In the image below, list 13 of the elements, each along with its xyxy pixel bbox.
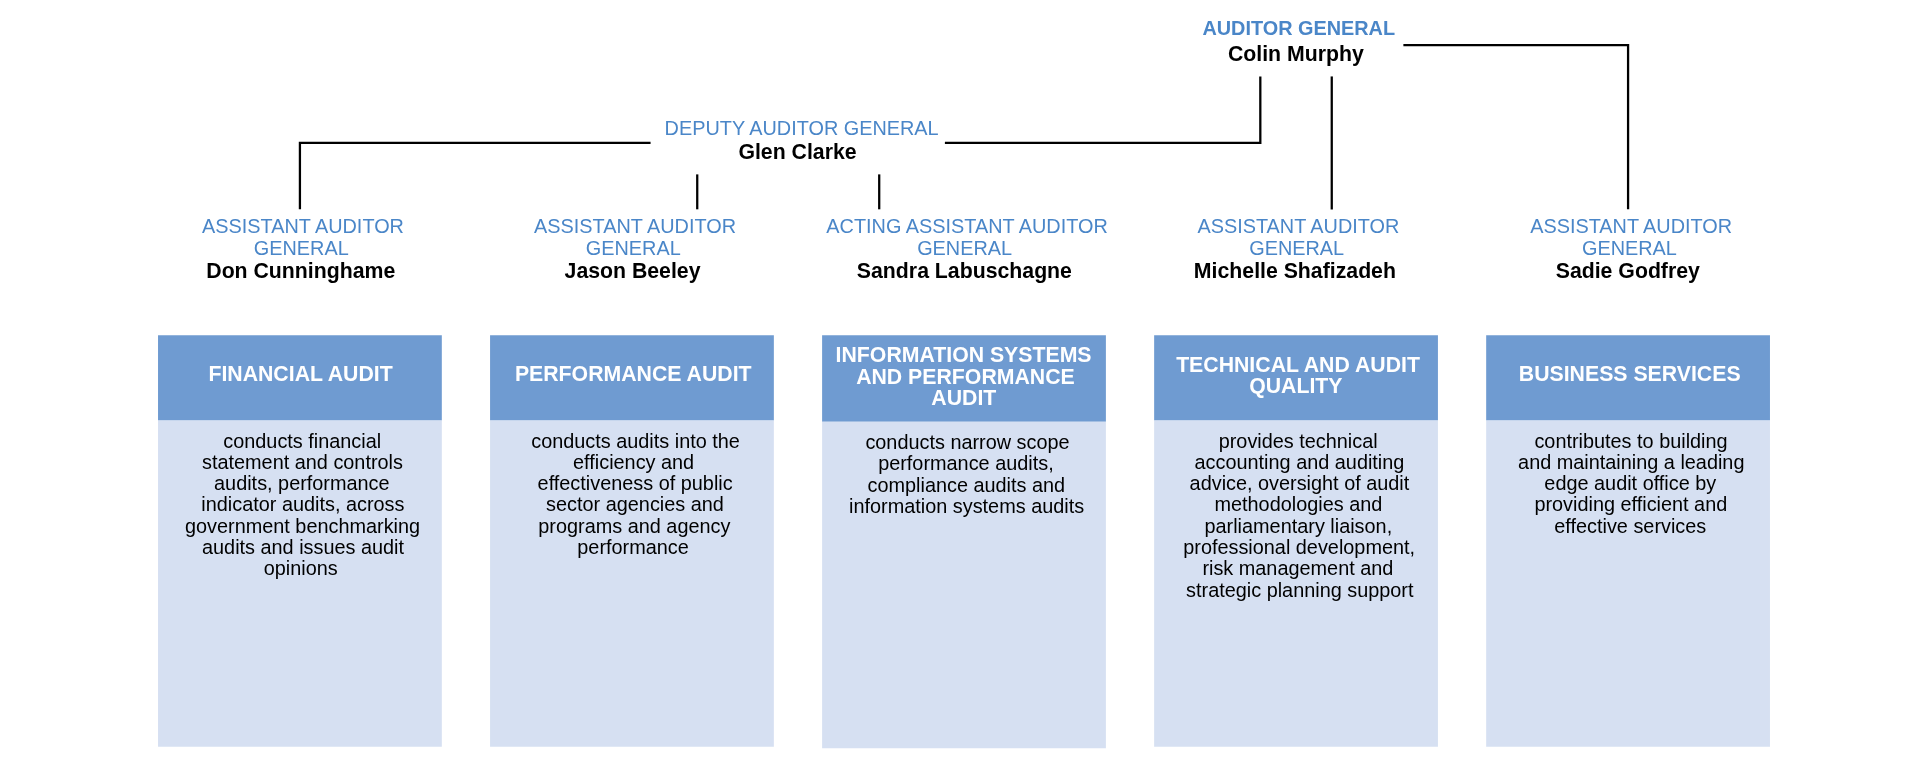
node-text: ACTING ASSISTANT AUDITOR GENERAL Sandra Labuschagne [826, 215, 1108, 284]
node-text: ASSISTANT AUDITOR GENERAL Sadie Godfrey [1530, 215, 1733, 284]
connector [878, 174, 881, 210]
connector [696, 174, 699, 210]
node-text: ASSISTANT AUDITOR GENERAL Michelle Shafizadeh [1193, 215, 1400, 284]
connector [944, 76, 1262, 145]
connector [1403, 43, 1630, 210]
node-text: ASSISTANT AUDITOR GENERAL Jason Beeley [534, 215, 737, 284]
connector [1330, 76, 1333, 210]
node-text: AUDITOR GENERAL Colin Murphy [1202, 17, 1396, 66]
node-text: ASSISTANT AUDITOR GENERAL Don Cunninghame [202, 215, 404, 284]
node-text: DEPUTY AUDITOR GENERAL Glen Clarke [664, 116, 939, 164]
connector [298, 141, 651, 210]
